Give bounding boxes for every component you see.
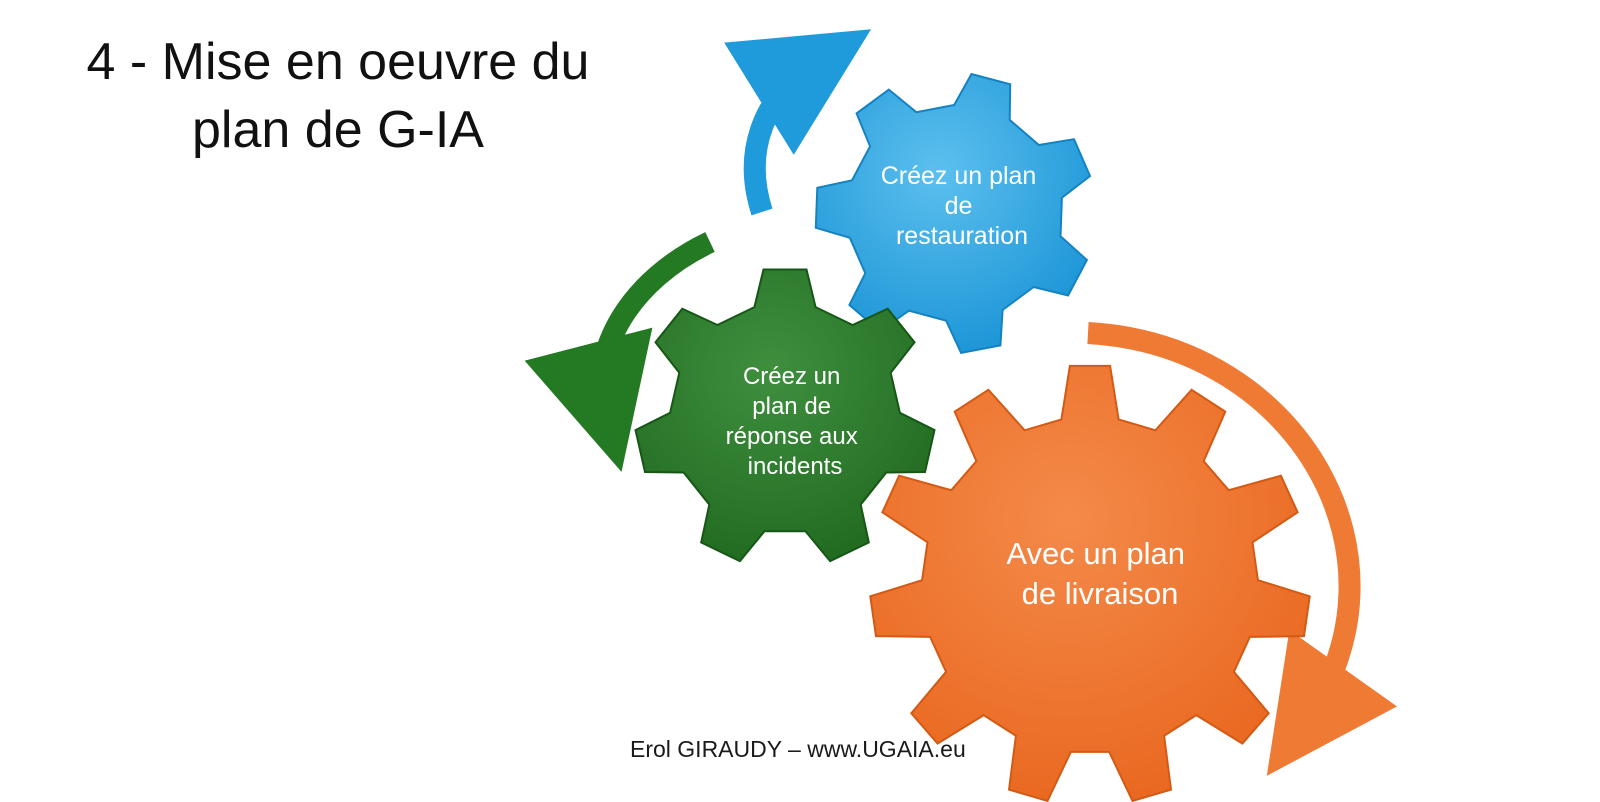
gear-incidents-label-line-4: incidents — [748, 453, 843, 480]
gear-livraison-label: Avec un plan de livraison — [1006, 536, 1193, 611]
slide-title-line-2: plan de G-IA — [192, 101, 484, 159]
slide-title: 4 - Mise en oeuvre du plan de G-IA — [28, 28, 648, 164]
gear-livraison-label-line-2: de livraison — [1022, 576, 1179, 611]
gear-restauration-label: Créez un plan de restauration — [881, 162, 1044, 250]
cycle-arrow-blue — [724, 29, 872, 216]
gear-livraison-shape — [869, 364, 1311, 802]
gear-livraison-label-line-1: Avec un plan — [1006, 536, 1185, 571]
cycle-arrow-orange — [1087, 322, 1398, 776]
gear-livraison: Avec un plan de livraison — [869, 364, 1311, 802]
gear-restauration-label-line-1: Créez un plan — [881, 162, 1037, 190]
gear-incidents-label: Créez un plan de réponse aux incidents — [726, 363, 865, 480]
gear-incidents-label-line-1: Créez un — [743, 363, 840, 390]
gear-restauration-label-line-3: restauration — [896, 222, 1028, 250]
cycle-arrow-green — [524, 232, 715, 472]
slide-title-line-1: 4 - Mise en oeuvre du — [86, 33, 590, 91]
gear-incidents-label-line-3: réponse aux — [726, 423, 858, 450]
gear-restauration: Créez un plan de restauration — [814, 72, 1092, 355]
gear-incidents-label-line-2: plan de — [752, 393, 831, 420]
gear-incidents-shape — [634, 268, 936, 563]
footer-credit: Erol GIRAUDY – www.UGAIA.eu — [630, 736, 966, 762]
gear-restauration-shape — [814, 72, 1092, 355]
gear-restauration-label-line-2: de — [945, 192, 973, 220]
gear-incidents: Créez un plan de réponse aux incidents — [634, 268, 936, 563]
